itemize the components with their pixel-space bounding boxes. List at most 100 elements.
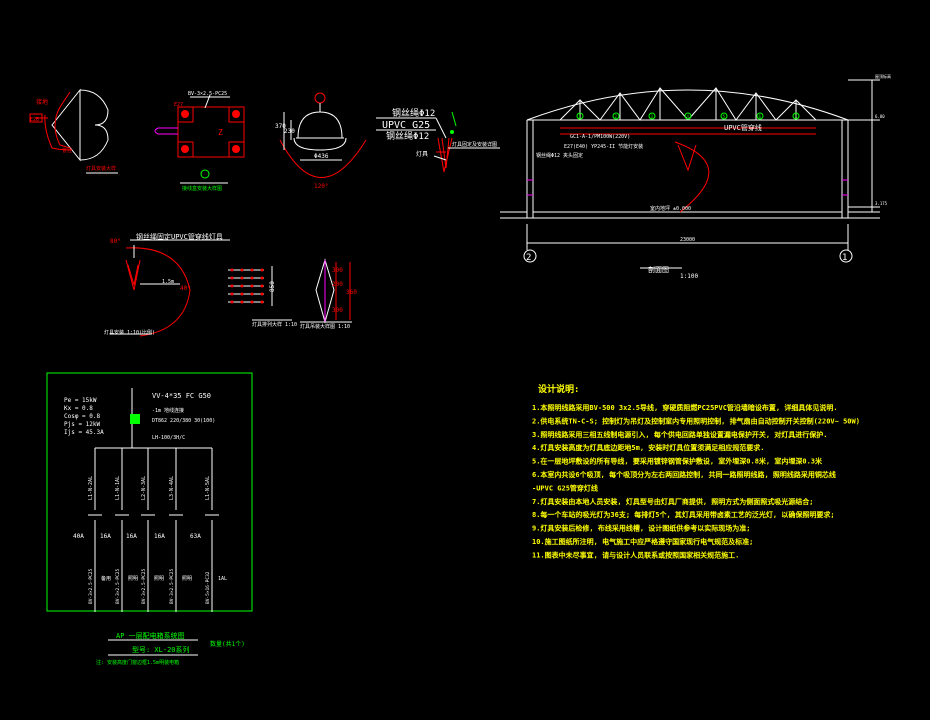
lamp-mark-label: 1	[579, 114, 582, 119]
array-lamp-dot	[230, 268, 234, 272]
lamp-mark: 1	[576, 112, 584, 120]
lamp-mark-label: 3	[651, 114, 654, 119]
array-lamp-dot	[240, 300, 244, 304]
notes-item: 4.灯具安装高度为灯具底边距地5m, 安装时灯具位置须满足相应规范要求.	[532, 443, 765, 452]
branch-circuit: L1-N-2AL	[88, 476, 94, 500]
branch-spec: BV-5×16-PC32	[205, 571, 211, 604]
detail-a-caption: 灯具安装大样	[86, 165, 116, 172]
lamp-mark-circle	[720, 112, 728, 120]
section-elev-top: 屋顶标高	[875, 73, 891, 79]
detail-lamp-hanging	[300, 258, 352, 324]
detail-e-angle-b: 40°	[180, 285, 191, 292]
panel-note: 注: 安装高度门窗边框1.5m明装电箱	[96, 659, 179, 666]
detail-c-dim-width: Φ436	[314, 153, 329, 160]
array-lamp-dot	[260, 268, 264, 272]
lamp-mark-circle	[576, 112, 584, 120]
panel-param-5: Ijs = 45.3A	[64, 429, 104, 436]
branch-circuit: L3-N-4AL	[169, 476, 175, 500]
detail-dome-lamp	[279, 92, 367, 178]
detail-d-label-4: 灯具	[416, 150, 428, 158]
branch-load: 备用	[101, 575, 111, 582]
branch-spec: BV-3×2.5-PC25	[169, 568, 175, 604]
lamp-mark: 2	[612, 112, 620, 120]
branch-circuit: L2-N-3AL	[141, 476, 147, 500]
detail-fixture-upvc	[110, 239, 230, 337]
array-lamp-dot	[240, 276, 244, 280]
branch-load: 照明	[128, 576, 138, 582]
branch-rating: 63A	[190, 533, 201, 540]
panel-title: AP 一层配电箱系统图	[116, 631, 185, 640]
panel-cable: VV-4*35 FC G50	[152, 392, 211, 400]
lamp-mark-circle	[756, 112, 764, 120]
detail-c-dim-left-a: 370	[275, 123, 286, 130]
section-title: 剖面图	[648, 265, 669, 274]
detail-g-dim-a: 300	[332, 267, 343, 274]
array-lamp-dot	[250, 284, 254, 288]
notes-heading: 设计说明:	[538, 383, 579, 395]
branch-rating: 16A	[126, 533, 137, 540]
lamp-mark-label: 5	[723, 114, 726, 119]
detail-c-dim-angle: 120°	[314, 183, 328, 190]
detail-b-caption: 接线盒安装大样图	[182, 185, 222, 192]
detail-d-label-3: 钢丝绳Φ12	[386, 130, 429, 142]
section-label-fixture: UPVC管穿线	[724, 123, 762, 132]
array-lamp-dot	[240, 284, 244, 288]
branch-load: 照明	[154, 576, 164, 582]
lamp-mark: 4	[684, 112, 692, 120]
lamp-mark-circle	[612, 112, 620, 120]
array-lamp-dot	[250, 292, 254, 296]
section-axis-left: 2	[526, 253, 531, 263]
detail-d-label-2: UPVC G25	[382, 120, 430, 131]
array-lamp-dot	[260, 276, 264, 280]
array-lamp-dot	[260, 300, 264, 304]
lamp-mark-label: 4	[687, 114, 690, 119]
lamp-mark: 5	[720, 112, 728, 120]
detail-e-caption: 灯具安装 1:10(比例)	[104, 329, 155, 336]
section-label-lamp-a: GC1-A-1/PM100W(220V)	[570, 134, 630, 140]
detail-b-label-top: BV-3×2.5-PC25	[188, 91, 227, 97]
branch-circuit: L1-N-1AL	[115, 476, 121, 500]
panel-frame	[46, 372, 253, 612]
detail-b-label-z: Z	[218, 128, 223, 137]
panel-param-2: Kx = 0.8	[64, 405, 93, 412]
array-lamp-dot	[230, 276, 234, 280]
branch-rating: 40A	[73, 533, 84, 540]
array-lamp-dot	[230, 292, 234, 296]
panel-wiring	[88, 388, 219, 656]
section-elev-mid: 6.80	[875, 114, 885, 119]
array-lamp-dot	[250, 276, 254, 280]
lamp-mark-circle	[684, 112, 692, 120]
array-lamp-dot	[260, 292, 264, 296]
notes-item: -UPVC G25管穿灯线	[532, 483, 598, 492]
notes-item: 10.施工图纸所注明, 电气施工中应严格遵守国家现行电气规范及标准;	[532, 537, 753, 546]
lamp-mark-label: 2	[615, 114, 618, 119]
detail-g-dim-c: 300	[332, 307, 343, 314]
section-span: 23000	[680, 237, 695, 243]
panel-count: 数量(共1个)	[210, 640, 245, 648]
notes-item: 6.本室内共设6个吸顶, 每个吸顶分为左右两回路控制, 共同一路照明线路, 照明…	[532, 470, 836, 479]
notes-item: 1.本照明线路采用BV-500 3x2.5导线, 穿硬质阻燃PC25PVC管沿墙…	[532, 403, 838, 412]
lamp-mark-label: 7	[795, 114, 798, 119]
array-lamp-dot	[230, 300, 234, 304]
lamp-mark-label: 6	[759, 114, 762, 119]
section-lamp-marks: 1 2 3 4 5 6 7	[576, 112, 800, 120]
detail-e-title: 钢丝绳固定UPVC管穿线灯具	[136, 232, 223, 241]
section-scale: 1:100	[680, 273, 698, 280]
detail-d-label-1: 钢丝绳Φ12	[392, 107, 435, 119]
detail-g-dim-b: 200	[332, 281, 343, 288]
panel-meter	[130, 414, 140, 424]
detail-wire-rope	[376, 111, 500, 173]
detail-g-dim-d: 360	[346, 289, 357, 296]
notes-item: 7.灯具安装由本地人员安装, 灯具型号由灯具厂商提供, 照明方式为侧面照式吸光源…	[532, 497, 814, 506]
lamp-mark: 7	[792, 112, 800, 120]
panel-model: 型号: XL-20系列	[132, 645, 190, 654]
section-label-lamp-b: E27(E40) YP245-II 节能灯安装	[564, 143, 643, 150]
branch-spec: BV-3×2.5-PC25	[115, 568, 121, 604]
array-lamp-dot	[230, 284, 234, 288]
array-lamp-dot	[240, 268, 244, 272]
detail-f-dim: 850	[269, 281, 276, 292]
detail-e-dim: 1.5m	[162, 279, 174, 285]
